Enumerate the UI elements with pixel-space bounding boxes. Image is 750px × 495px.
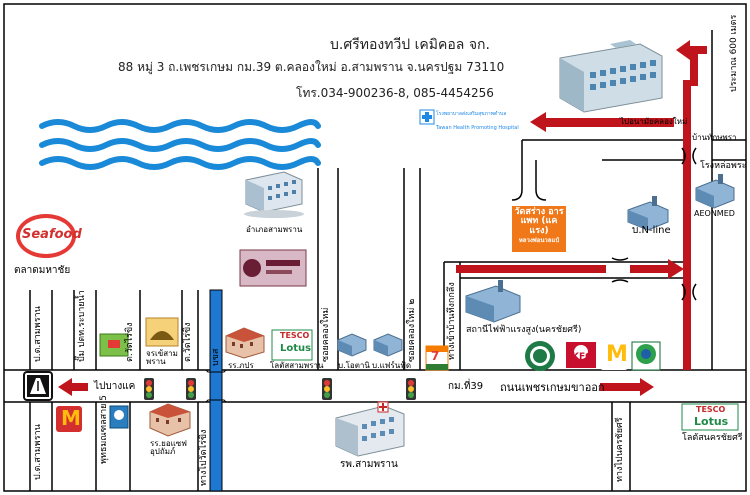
map-border <box>3 3 747 492</box>
company-name: บ.ศรีทองทวีป เคมิคอล จก. <box>330 37 490 53</box>
fan-phu-label: บ.แฟร์นฟู้ด <box>372 361 412 370</box>
factory-icon <box>465 280 521 323</box>
soi-khlong-label: ซอยคลองใหม่ <box>321 307 331 362</box>
traffic-light-icon <box>322 378 332 400</box>
jarakhe-label: จรเข้สาม พราน <box>146 349 178 366</box>
water-waves <box>39 119 321 170</box>
tesco-text-2: TESCO <box>696 405 726 414</box>
bhadra-label: บขส <box>211 348 221 366</box>
dek-aon-label: ปั๊ม ปตท.ระบายน้ำ <box>77 290 87 362</box>
lotus-text: Lotus <box>280 343 312 354</box>
o-tani-label: บ.โอตานิ <box>338 361 370 370</box>
district-office-label: อำเภอสามพราน <box>246 225 303 234</box>
building-icon <box>225 327 265 359</box>
kfc-text: KFC <box>572 352 592 362</box>
to-khlongmai-label: ไปอนามัยคลองใหม่ <box>620 117 688 126</box>
wat-rai-khing-label: ต.วัดไร่ขิง <box>125 322 135 362</box>
health-hospital-label: Tawan Health Promoting Hospital <box>436 125 519 131</box>
to-bangkhae-label: ไปบางแค <box>94 381 136 392</box>
building-icon <box>149 403 191 437</box>
shield-logo-icon <box>109 405 129 429</box>
school-prapa-label: รร.ภปร <box>228 361 254 370</box>
school-yothin-label: รร.ยอแซฟ อุปถัมภ์ <box>150 439 187 456</box>
tesco-text: TESCO <box>280 331 310 340</box>
gas-station-logo-icon <box>631 341 661 371</box>
market-label: ตลาดมหาชัย <box>14 265 71 276</box>
factory-icon <box>337 333 367 357</box>
distance-label: ประมาณ 600 เมตร <box>729 14 739 92</box>
company-address: 88 หมู่ 3 ถ.เพชรเกษม กม.39 ต.คลองใหม่ อ.… <box>118 60 505 74</box>
to-cheese-label: บ้านทักษพรา <box>692 133 737 142</box>
factory-icon <box>627 196 669 231</box>
power-station-label: สถานีไฟฟ้าแรงสูง(นครชัยศรี) <box>466 325 582 335</box>
bridge-bottom <box>205 399 227 403</box>
factory-icon <box>373 333 403 357</box>
starbucks-logo <box>525 341 555 371</box>
khlong-pho-label: ทางไปวัดไร่ขิง <box>199 429 209 486</box>
n-line-label: บ.N-line <box>632 225 671 236</box>
direction-arrows <box>58 40 707 396</box>
kfc-logo <box>566 342 596 368</box>
building-icon <box>559 40 663 113</box>
district-sign-icon <box>239 249 307 287</box>
nakhon-chai-label: ทางเข้าบ้านทึงกกลึง <box>447 282 457 360</box>
tesco-samphran-label: โลตัสสามพราน <box>270 361 324 370</box>
crocodile-logo-icon <box>145 317 179 347</box>
soi-power-label: ซอยคลองใหม่ ๒ <box>407 298 417 362</box>
hospital-label: รพ.สามพราน <box>340 459 398 470</box>
seafood-logo-text: Seafood <box>22 227 82 242</box>
building-icon <box>244 171 304 218</box>
mcdonalds-letter-2: M <box>61 406 81 430</box>
building-icon <box>335 401 405 457</box>
pt-samphran-label-b: ป.ต.สามพราน <box>33 424 43 480</box>
gas-lane-label: ทางไปนครชัยศรี <box>615 417 625 482</box>
road-name-label: ถนนเพชรเกษมขาออก <box>500 381 605 394</box>
km39-label: กม.ที่39 <box>448 381 484 392</box>
highway-sign-icon <box>23 371 53 401</box>
seafood-logo <box>16 214 76 258</box>
seven-eleven-text: 7 <box>431 349 440 363</box>
mcdonalds-letter: M <box>606 342 628 367</box>
traffic-light-icon <box>406 378 416 400</box>
seven-eleven-logo <box>425 345 449 371</box>
mcdonalds-logo <box>600 342 628 370</box>
tesco-lotus-logo <box>271 329 313 361</box>
traffic-light-icon <box>186 378 196 400</box>
traffic-light-icon <box>144 378 154 400</box>
mcdonalds-logo <box>56 406 82 432</box>
hospital-icon <box>419 109 435 125</box>
green-shop-logo-icon <box>99 333 129 357</box>
bridge-top <box>205 369 227 373</box>
wat-badge-title: วัดสร่าง อารแพท (แคแรง) <box>514 207 564 236</box>
company-phone: โทร.034-900236-8, 085-4454256 <box>296 86 494 100</box>
tesco-lotus-logo <box>681 403 739 431</box>
lotus-text-2: Lotus <box>694 415 729 428</box>
pt-samphran-label-a: ป.ต.สามพราน <box>33 306 43 362</box>
health-hospital-th-label: โรงพยาบาลส่งเสริมสุขภาพตำบล <box>436 111 507 117</box>
factory-icon <box>695 174 735 209</box>
wat-chisa-label: ต.วัดไร่ขิง <box>183 322 193 362</box>
pt-sai5-label: พุทธมณฑลสาย 5 <box>99 394 109 464</box>
wat-badge: วัดสร่าง อารแพท (แคแรง) หลวงพ่อนวลแป๋ <box>512 206 566 252</box>
brewery-label: โรงหล่อพระ <box>700 161 747 171</box>
canal <box>209 289 223 492</box>
aeonmed-label: AEONMED <box>694 209 735 218</box>
road-gap-marks <box>611 147 697 301</box>
wat-badge-subtitle: หลวงพ่อนวลแป๋ <box>518 237 560 245</box>
tesco-nakhon-label: โลตัสนครชัยศรี <box>682 433 743 443</box>
